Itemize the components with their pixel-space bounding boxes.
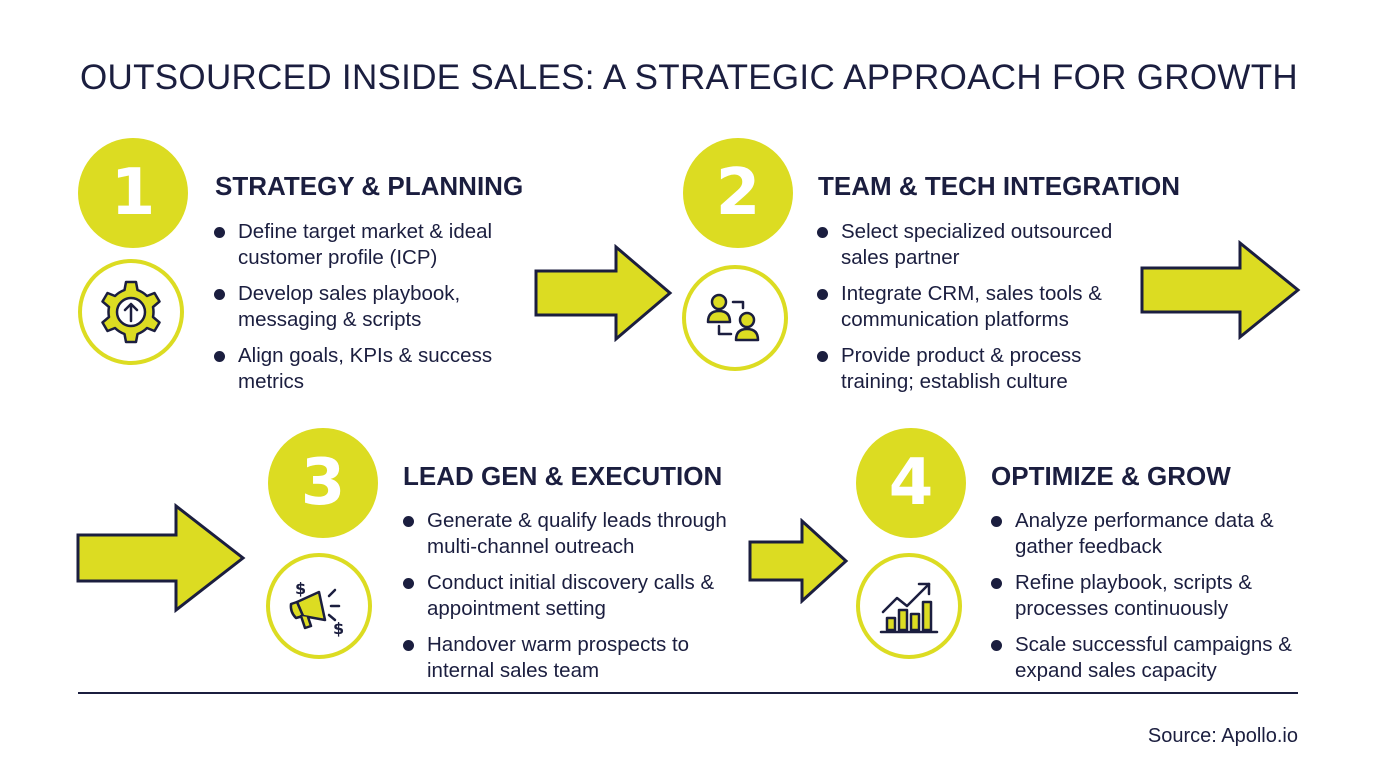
step-number-badge: 3 bbox=[268, 428, 378, 538]
arrow-right-icon bbox=[1140, 240, 1301, 340]
growth-chart-icon bbox=[879, 582, 939, 634]
step-icon-circle bbox=[78, 259, 184, 365]
step-number-badge: 1 bbox=[78, 138, 188, 248]
svg-text:$: $ bbox=[295, 579, 306, 598]
step-number-badge: 4 bbox=[856, 428, 966, 538]
arrow-right-icon bbox=[534, 244, 673, 342]
bullet-item: Refine playbook, scripts & processes con… bbox=[991, 570, 1311, 621]
gear-arrow-icon bbox=[101, 280, 161, 344]
step-icon-circle bbox=[856, 553, 962, 659]
step-heading: OPTIMIZE & GROW bbox=[991, 461, 1231, 491]
bullet-item: Analyze performance data & gather feedba… bbox=[991, 508, 1311, 559]
arrow-right-icon bbox=[76, 502, 246, 614]
step-heading: TEAM & TECH INTEGRATION bbox=[818, 171, 1181, 201]
arrow-right-icon bbox=[748, 518, 849, 604]
svg-text:$: $ bbox=[333, 619, 344, 638]
bullet-item: Develop sales playbook, messaging & scri… bbox=[214, 281, 534, 332]
step-bullets: Analyze performance data & gather feedba… bbox=[991, 508, 1311, 694]
divider bbox=[78, 692, 1298, 694]
bullet-item: Integrate CRM, sales tools & communicati… bbox=[817, 281, 1137, 332]
bullet-item: Provide product & process training; esta… bbox=[817, 343, 1137, 394]
bullet-item: Align goals, KPIs & success metrics bbox=[214, 343, 534, 394]
step-heading: LEAD GEN & EXECUTION bbox=[403, 461, 723, 491]
bullet-item: Conduct initial discovery calls & appoin… bbox=[403, 570, 753, 621]
step-bullets: Generate & qualify leads through multi-c… bbox=[403, 508, 753, 694]
step-icon-circle bbox=[682, 265, 788, 371]
step-bullets: Select specialized outsourced sales part… bbox=[817, 219, 1137, 405]
step-heading: STRATEGY & PLANNING bbox=[215, 171, 524, 201]
page-title: OUTSOURCED INSIDE SALES: A STRATEGIC APP… bbox=[80, 58, 1298, 97]
bullet-item: Handover warm prospects to internal sale… bbox=[403, 632, 753, 683]
step-icon-circle: $ $ bbox=[266, 553, 372, 659]
bullet-item: Generate & qualify leads through multi-c… bbox=[403, 508, 753, 559]
bullet-item: Select specialized outsourced sales part… bbox=[817, 219, 1137, 270]
megaphone-dollar-icon: $ $ bbox=[289, 579, 344, 638]
bullet-item: Define target market & ideal customer pr… bbox=[214, 219, 534, 270]
bullet-item: Scale successful campaigns & expand sale… bbox=[991, 632, 1311, 683]
step-number-badge: 2 bbox=[683, 138, 793, 248]
source-credit: Source: Apollo.io bbox=[1147, 725, 1298, 747]
people-network-icon bbox=[706, 293, 760, 342]
step-bullets: Define target market & ideal customer pr… bbox=[214, 219, 534, 405]
